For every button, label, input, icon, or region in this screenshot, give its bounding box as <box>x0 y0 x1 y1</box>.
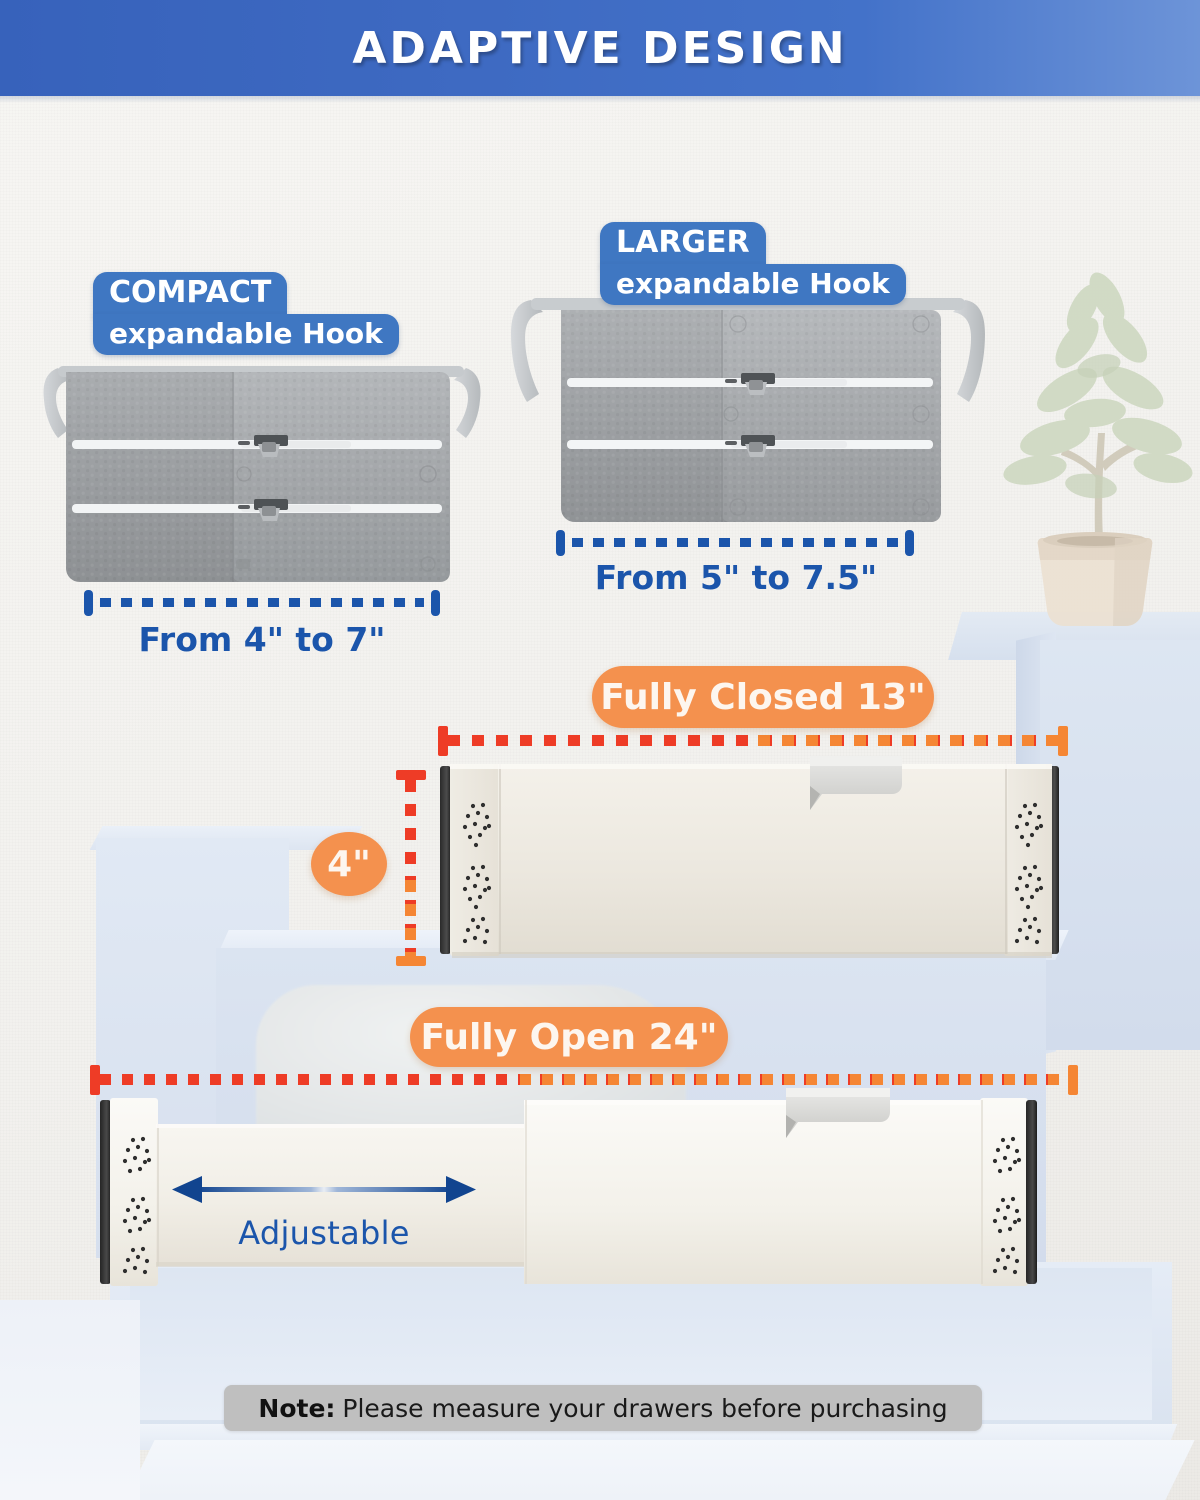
badge-compact-hook: COMPACT expandable Hook <box>93 272 399 355</box>
page-title: ADAPTIVE DESIGN <box>352 22 848 74</box>
product-compact-expandable-hook <box>36 356 486 606</box>
background-floor <box>125 1440 1195 1500</box>
note-label: Note: <box>258 1393 336 1423</box>
measure-line-closed-width <box>438 726 1068 756</box>
badge-larger-hook: LARGER expandable Hook <box>600 222 906 305</box>
product-divider-fully-open <box>96 1088 1074 1288</box>
product-larger-expandable-hook <box>503 282 993 544</box>
header-shadow <box>0 96 1200 103</box>
measure-line-open-width <box>90 1065 1078 1095</box>
badge-larger-line2: expandable Hook <box>600 263 906 305</box>
measure-label-compact: From 4" to 7" <box>138 620 386 659</box>
measure-line-closed-height <box>396 770 426 966</box>
note-text: Please measure your drawers before purch… <box>342 1393 948 1423</box>
adjustable-label: Adjustable <box>238 1214 410 1252</box>
measure-label-larger: From 5" to 7.5" <box>594 558 878 597</box>
potted-plant-icon <box>995 238 1195 638</box>
adjustable-indicator: Adjustable <box>168 1168 480 1260</box>
header-banner: ADAPTIVE DESIGN <box>0 0 1200 96</box>
double-arrow-icon <box>172 1176 476 1203</box>
background-left-wall <box>0 1300 140 1500</box>
badge-larger-line1: LARGER <box>600 222 766 266</box>
badge-compact-line1: COMPACT <box>93 272 288 316</box>
badge-compact-line2: expandable Hook <box>93 313 399 355</box>
measure-line-compact <box>84 590 440 616</box>
note-bar: Note: Please measure your drawers before… <box>224 1385 982 1431</box>
badge-fully-open: Fully Open 24" <box>410 1007 728 1067</box>
badge-height-4in: 4" <box>311 832 387 896</box>
background-cabinet-face <box>1040 640 1200 1050</box>
product-divider-fully-closed <box>432 756 1072 966</box>
badge-fully-closed: Fully Closed 13" <box>592 666 934 728</box>
measure-line-larger <box>556 530 914 556</box>
